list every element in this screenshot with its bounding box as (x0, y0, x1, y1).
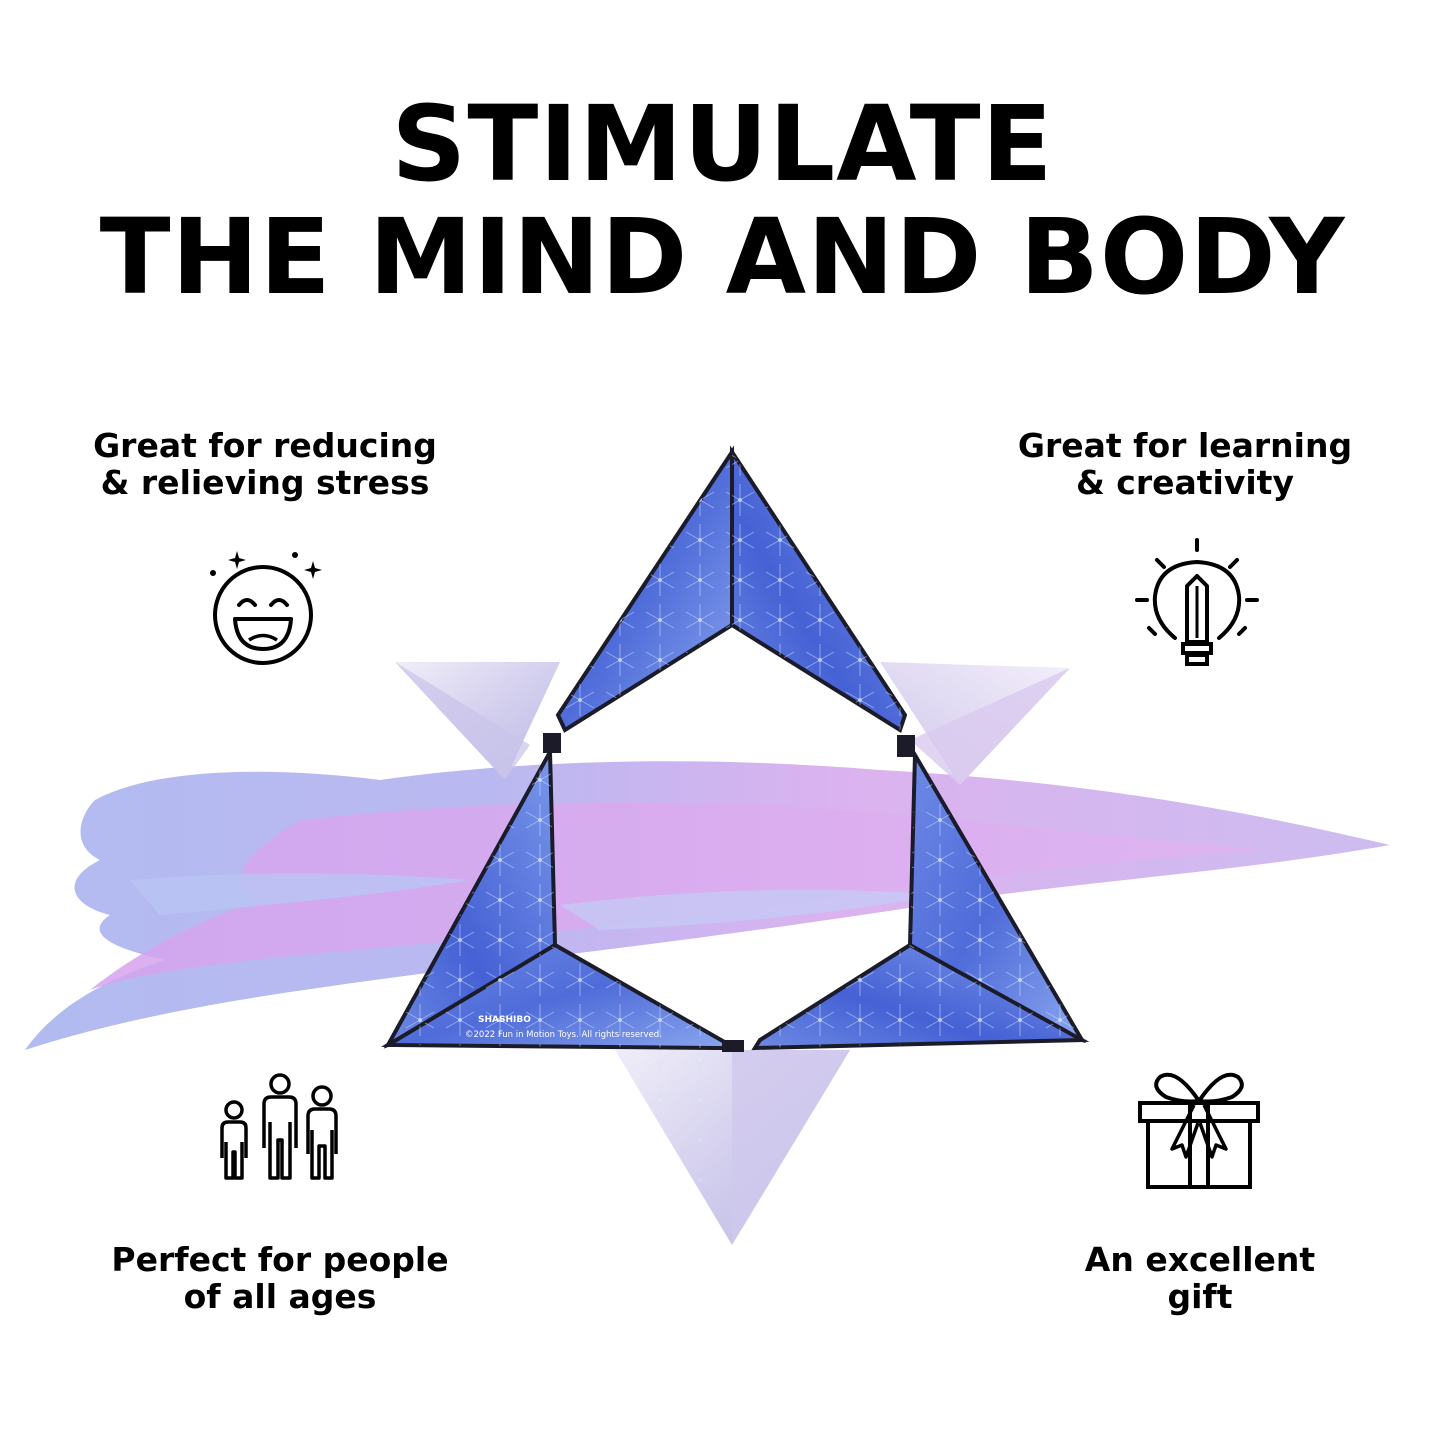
family-icon (220, 1073, 338, 1180)
paint-brush-stroke (25, 761, 1390, 1050)
headline-line-1: STIMULATE (391, 83, 1054, 205)
gift-box-icon (1138, 1072, 1260, 1189)
feature-learning-creativity: Great for learning & creativity (985, 427, 1385, 501)
star-back-triangle (395, 662, 1070, 1245)
feature-gift-line-1: An excellent (1084, 1240, 1316, 1279)
smiley-face-icon (210, 551, 322, 665)
feature-stress-line-1: Great for reducing (93, 426, 437, 465)
headline-line-2: THE MIND AND BODY (99, 196, 1346, 318)
feature-ages-line-1: Perfect for people (111, 1240, 449, 1279)
feature-learning-line-2: & creativity (1076, 463, 1294, 502)
feature-gift-line-2: gift (1167, 1277, 1233, 1316)
product-brand-print: SHASHIBO (478, 1015, 531, 1025)
feature-stress-relief: Great for reducing & relieving stress (60, 427, 470, 501)
feature-learning-line-1: Great for learning (1017, 426, 1353, 465)
feature-ages-line-2: of all ages (183, 1277, 377, 1316)
lightbulb-pencil-icon (1135, 538, 1259, 666)
feature-excellent-gift: An excellent gift (1000, 1241, 1400, 1315)
feature-all-ages: Perfect for people of all ages (70, 1241, 490, 1315)
feature-stress-line-2: & relieving stress (100, 463, 430, 502)
product-copyright-print: ©2022 Fun in Motion Toys. All rights res… (465, 1030, 662, 1040)
star-front-triangle: SHASHIBO ©2022 Fun in Motion Toys. All r… (380, 445, 1090, 1052)
